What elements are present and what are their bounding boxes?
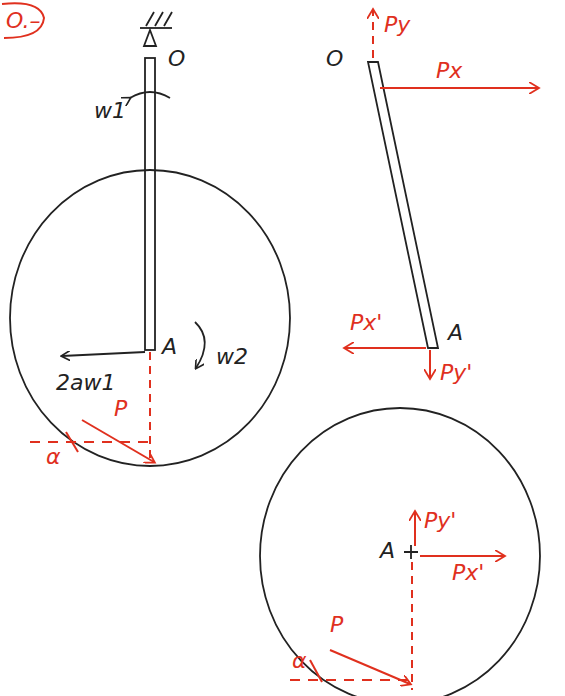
force-arrow bbox=[414, 512, 416, 546]
force-label: Px bbox=[436, 60, 462, 82]
center-mark bbox=[404, 545, 418, 559]
force-label: Px' bbox=[350, 312, 382, 334]
force-arrow bbox=[380, 87, 538, 89]
hatching bbox=[146, 12, 172, 26]
angle-mark bbox=[310, 660, 322, 682]
point-label: O bbox=[326, 48, 343, 70]
point-label: A bbox=[448, 322, 463, 344]
point-label: O bbox=[168, 48, 185, 70]
velocity-arrow bbox=[62, 352, 145, 356]
force-label: P bbox=[330, 614, 343, 636]
angle-mark bbox=[66, 432, 78, 452]
point-label: A bbox=[380, 540, 395, 562]
horizontal-line bbox=[30, 441, 150, 443]
disk bbox=[260, 408, 540, 696]
force-label: P bbox=[114, 398, 127, 420]
force-label: Py' bbox=[424, 510, 456, 532]
velocity-label: 2aw1 bbox=[56, 372, 115, 394]
angle-label: α bbox=[292, 650, 307, 672]
force-arrow bbox=[330, 650, 410, 684]
vertical-line bbox=[411, 562, 413, 690]
omega-arrow bbox=[195, 322, 205, 368]
force-arrow bbox=[372, 10, 374, 58]
force-arrow bbox=[420, 555, 504, 557]
point-label: A bbox=[162, 336, 177, 358]
ceiling bbox=[140, 27, 172, 29]
disk bbox=[10, 170, 290, 466]
horizontal-line bbox=[290, 679, 410, 681]
force-label: Px' bbox=[452, 562, 484, 584]
rod bbox=[145, 58, 155, 350]
angle-label: α bbox=[46, 446, 61, 468]
angular-velocity: w1 bbox=[94, 100, 126, 122]
force-label: Py' bbox=[440, 362, 472, 384]
omega-arrow bbox=[130, 92, 170, 98]
force-arrow bbox=[82, 420, 154, 462]
angular-velocity: w2 bbox=[216, 346, 248, 368]
rod bbox=[368, 62, 438, 348]
vertical-line bbox=[149, 352, 151, 462]
circled-note: O.– bbox=[6, 10, 40, 32]
force-label: Py bbox=[384, 14, 410, 36]
circle-mark bbox=[2, 3, 44, 38]
pivot bbox=[144, 30, 156, 46]
force-arrow bbox=[429, 350, 431, 378]
force-arrow bbox=[345, 347, 426, 349]
